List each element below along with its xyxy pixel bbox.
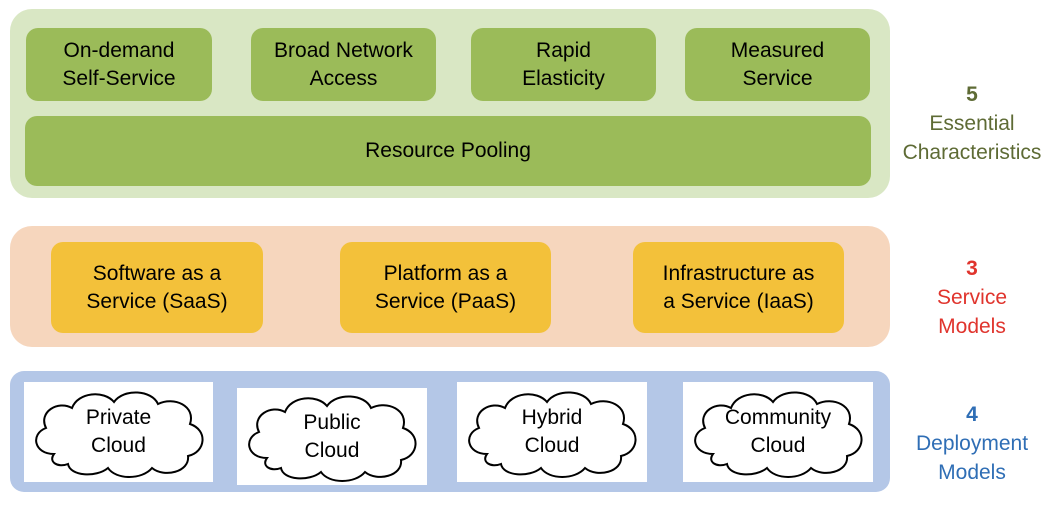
service-count: 3 xyxy=(966,257,978,280)
box-label-line2: Service xyxy=(742,66,813,90)
resource-pooling-box: Resource Pooling xyxy=(25,116,871,186)
cloud-label-line2: Cloud xyxy=(524,434,580,457)
box-label-line1: Platform as a xyxy=(383,261,508,285)
essential-characteristics-label: 5 Essential Characteristics xyxy=(895,80,1044,167)
box-label-line1: Measured xyxy=(730,38,825,62)
box-label-line1: On-demand xyxy=(63,38,175,62)
cloud-label-line2: Cloud xyxy=(304,438,360,462)
service-models-label: 3 Service Models xyxy=(895,254,1044,341)
essential-count: 5 xyxy=(966,83,978,106)
saas-box: Software as a Service (SaaS) xyxy=(51,242,263,333)
iaas-box: Infrastructure as a Service (IaaS) xyxy=(633,242,844,333)
cloud-label-line1: Public xyxy=(303,410,361,434)
box-label-line2: Access xyxy=(309,66,378,90)
box-label-line1: Rapid xyxy=(536,38,591,62)
box-label-line2: Self-Service xyxy=(62,66,176,90)
deployment-models-label: 4 Deployment Models xyxy=(895,400,1044,487)
box-label-line1: Infrastructure as xyxy=(662,261,815,285)
deployment-count: 4 xyxy=(966,403,978,426)
box-label-line2: Elasticity xyxy=(522,66,605,90)
cloud-icon xyxy=(468,391,637,478)
paas-box: Platform as a Service (PaaS) xyxy=(340,242,551,333)
deployment-label-line1: Deployment xyxy=(915,432,1029,455)
box-label-line2: Service (SaaS) xyxy=(86,289,228,313)
box-label-line2: Service (PaaS) xyxy=(374,289,517,313)
service-label-line1: Service xyxy=(936,286,1008,309)
cloud-icon xyxy=(694,391,863,478)
cloud-label-line1: Community xyxy=(724,406,832,429)
box-label-line1: Software as a xyxy=(92,261,222,285)
cloud-label-line2: Cloud xyxy=(750,434,806,457)
cloud-label-line2: Cloud xyxy=(91,434,146,457)
service-label-line2: Models xyxy=(938,315,1006,338)
essential-label-line1: Essential xyxy=(929,112,1015,135)
deployment-label-line2: Models xyxy=(938,461,1006,484)
box-label-line1: Broad Network xyxy=(274,38,413,62)
cloud-icon xyxy=(248,395,417,482)
resource-pooling-label: Resource Pooling xyxy=(365,139,531,162)
box-label-line2: a Service (IaaS) xyxy=(663,289,814,313)
essential-label-line2: Characteristics xyxy=(902,141,1042,164)
cloud-label-line1: Private xyxy=(85,406,152,429)
cloud-label-line1: Hybrid xyxy=(521,406,583,429)
cloud-icon xyxy=(35,391,204,478)
